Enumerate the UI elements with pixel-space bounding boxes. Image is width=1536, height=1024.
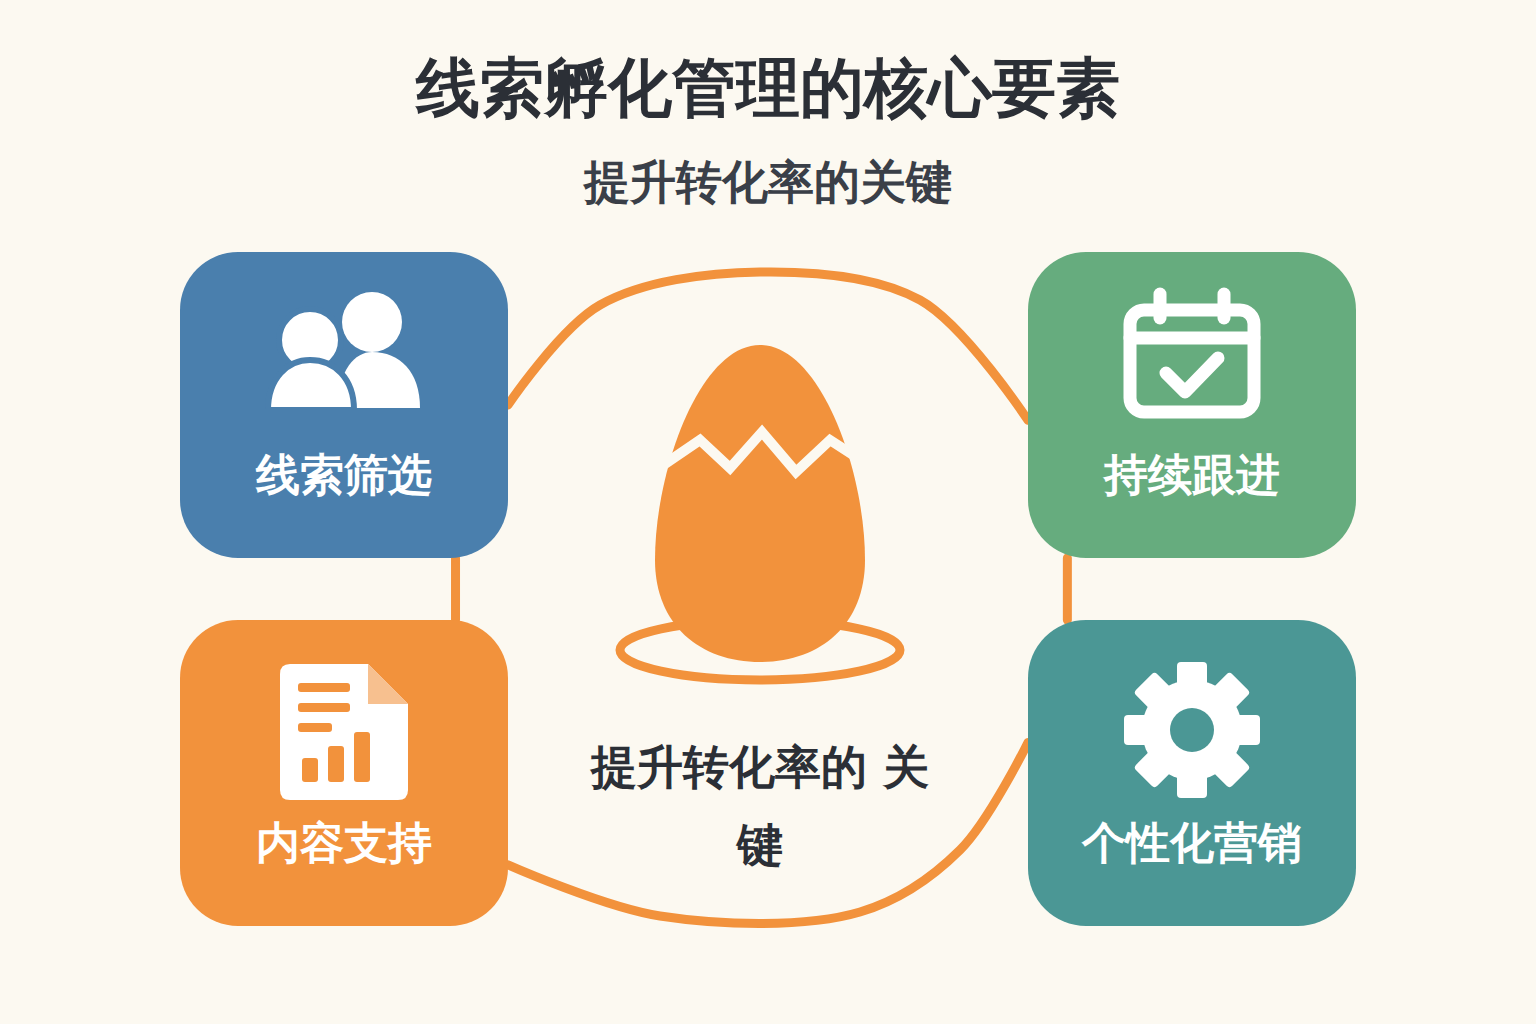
box-label: 线索筛选 <box>256 447 432 503</box>
box-label: 内容支持 <box>256 815 432 871</box>
box-label: 持续跟进 <box>1104 447 1280 503</box>
subtitle: 提升转化率的关键 <box>368 152 1168 212</box>
gear-icon <box>1124 662 1260 798</box>
process-box: 持续跟进 <box>1028 252 1356 558</box>
center-label: 提升转化率的 关键 <box>590 728 930 884</box>
egg-illustration <box>620 345 900 680</box>
title: 线索孵化管理的核心要素 <box>0 48 1536 128</box>
flow-arrow <box>451 558 460 620</box>
box-label: 个性化营销 <box>1082 815 1302 871</box>
flow-arrow <box>508 272 1028 420</box>
process-box: 个性化营销 <box>1028 620 1356 926</box>
people-icon <box>268 292 420 410</box>
flow-arrow <box>1063 558 1072 620</box>
document-icon <box>280 664 408 800</box>
process-box: 内容支持 <box>180 620 508 926</box>
calendar-icon <box>1130 294 1254 412</box>
process-box: 线索筛选 <box>180 252 508 558</box>
